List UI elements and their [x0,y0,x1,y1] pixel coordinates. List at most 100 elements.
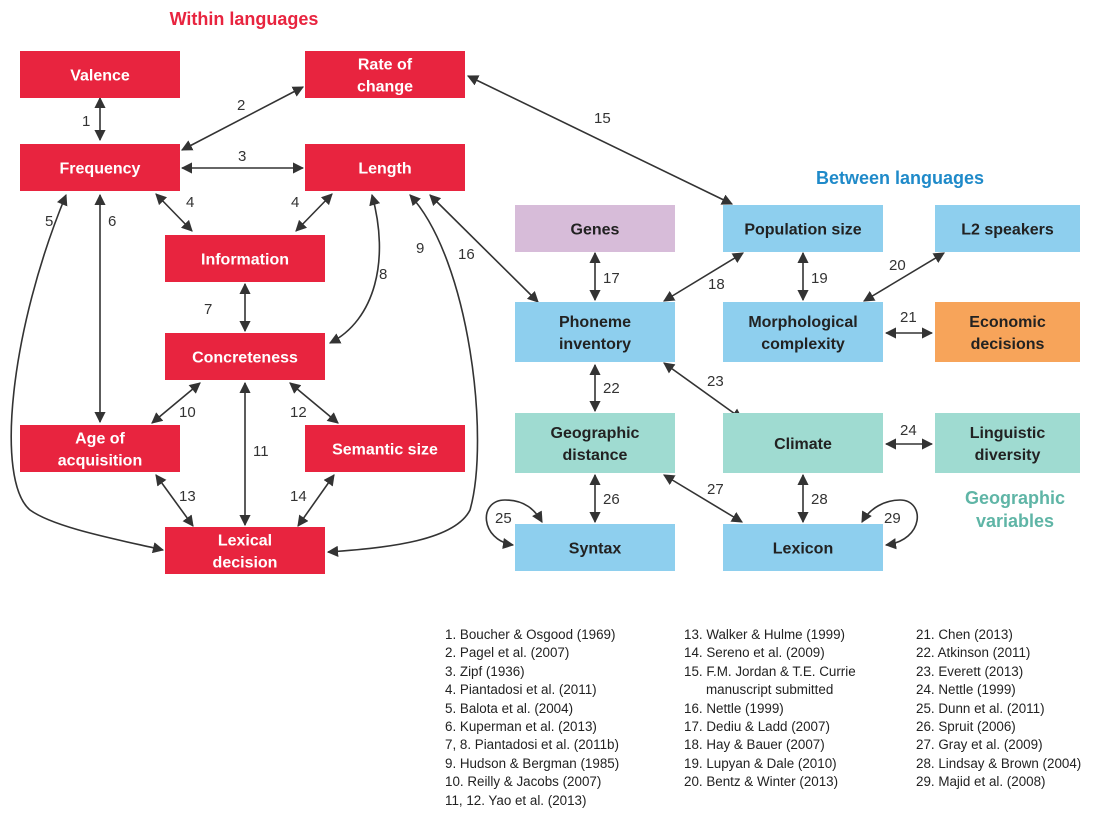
edge-12 [289,382,339,424]
node-box-syntax [515,524,675,571]
edge-label-21: 21 [900,309,917,326]
edge-label-27: 27 [707,481,724,498]
references-column-3: 21. Chen (2013)22. Atkinson (2011)23. Ev… [916,626,1081,792]
edge-5 [10,193,165,554]
node-label-age-of-acquisition: acquisition [58,453,142,470]
reference-item: 1. Boucher & Osgood (1969) [445,627,616,642]
node-semantic-size: Semantic size [305,425,465,472]
edge-label-18: 18 [708,276,725,293]
node-label-economic-decisions: decisions [971,336,1045,353]
node-information: Information [165,235,325,282]
edge-label-23: 23 [707,373,724,390]
node-label-geographic-distance: distance [563,447,628,464]
reference-item: 10. Reilly & Jacobs (2007) [445,774,602,790]
node-box-phoneme-inventory [515,302,675,362]
reference-item: 22. Atkinson (2011) [916,645,1031,661]
node-box-geographic-distance [515,413,675,473]
edge-20 [863,252,945,302]
node-population-size: Population size [723,205,883,252]
edge-label-2: 2 [237,97,245,114]
reference-item: 4. Piantadosi et al. (2011) [445,682,597,698]
edge-label-4b: 4 [291,194,299,211]
node-rate-of-change: Rate of change [305,51,465,98]
reference-item: 17. Dediu & Ladd (2007) [684,719,830,735]
node-label-morphological-complexity: Morphological [748,314,857,331]
node-label-linguistic-diversity: Linguistic [970,425,1046,442]
node-box-population-size [723,205,883,252]
edge-label-13: 13 [179,488,196,505]
edge-8 [329,193,381,344]
node-syntax: Syntax [515,524,675,571]
node-label-information: Information [201,252,289,269]
node-label-geographic-distance: Geographic [551,425,640,442]
edge-9 [326,194,479,557]
node-genes: Genes [515,205,675,252]
edge-label-20: 20 [889,257,906,274]
edge-27 [663,474,743,523]
edge-16 [429,194,539,303]
edge-14 [297,474,335,527]
edge-label-16: 16 [458,246,475,263]
edge-label-28: 28 [811,491,828,508]
edge-label-17: 17 [603,270,620,287]
node-economic-decisions: Economic decisions [935,302,1080,362]
reference-item: 2. Pagel et al. (2007) [445,645,570,661]
reference-item: 16. Nettle (1999) [684,700,784,716]
edge-10 [151,382,201,424]
node-box-valence [20,51,180,98]
edge-29 [861,499,919,550]
node-label-concreteness: Concreteness [192,350,298,367]
node-box-lexical-decision [165,527,325,574]
edge-label-4a: 4 [186,194,194,211]
edge-15 [466,75,734,205]
node-label-linguistic-diversity: diversity [975,447,1041,464]
edge-18 [663,252,744,302]
references-column-2: 13. Walker & Hulme (1999)14. Sereno et a… [684,626,856,792]
node-label-rate-of-change: change [357,79,413,96]
reference-item: 15. F.M. Jordan & T.E. Currie [684,663,856,679]
heading-geographic-line2: variables [976,511,1054,531]
edge-label-5: 5 [45,213,53,230]
heading-within-languages: Within languages [170,9,319,29]
node-label-rate-of-change: Rate of [358,57,413,74]
edge-label-9: 9 [416,240,424,257]
edge-label-14: 14 [290,488,307,505]
node-box-rate-of-change [305,51,465,98]
node-box-concreteness [165,333,325,380]
edge-label-layer: 1 2 3 4 4 5 6 7 8 9 10 11 12 13 14 15 16… [45,97,917,527]
node-box-semantic-size [305,425,465,472]
node-concreteness: Concreteness [165,333,325,380]
node-label-syntax: Syntax [569,541,622,558]
node-box-frequency [20,144,180,191]
node-label-economic-decisions: Economic [969,314,1046,331]
node-label-semantic-size: Semantic size [332,442,438,459]
node-box-genes [515,205,675,252]
reference-item: 27. Gray et al. (2009) [916,737,1043,753]
reference-item: 11, 12. Yao et al. (2013) [445,792,587,808]
edge-label-10: 10 [179,404,196,421]
reference-item: 20. Bentz & Winter (2013) [684,774,839,790]
node-label-lexical-decision: Lexical [218,533,272,550]
reference-item: 9. Hudson & Bergman (1985) [445,755,620,771]
edge-25 [485,499,543,550]
node-box-morphological-complexity [723,302,883,362]
node-label-morphological-complexity: complexity [761,336,845,353]
node-l2-speakers: L2 speakers [935,205,1080,252]
reference-item: 3. Zipf (1936) [445,663,525,679]
node-box-length [305,144,465,191]
node-label-phoneme-inventory: Phoneme [559,314,631,331]
reference-item: 24. Nettle (1999) [916,682,1016,698]
edge-label-3: 3 [238,148,246,165]
node-label-population-size: Population size [744,222,861,239]
edge-label-11: 11 [253,443,269,460]
node-label-l2-speakers: L2 speakers [961,222,1054,239]
edge-label-22: 22 [603,380,620,397]
edge-label-15: 15 [594,110,611,127]
edge-label-12: 12 [290,404,307,421]
edge-label-29: 29 [884,510,901,527]
